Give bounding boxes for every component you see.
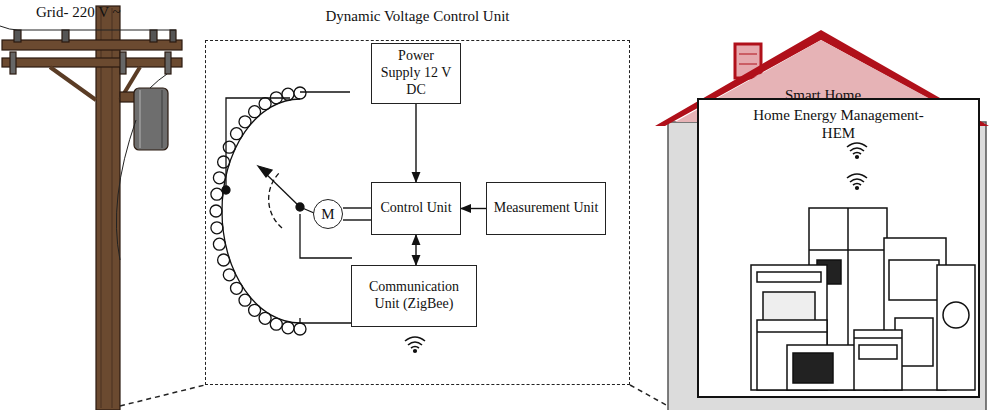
process-box: Communication Unit (ZigBee) — [351, 265, 477, 327]
tap-scallop — [218, 156, 230, 168]
tap-scallop — [294, 87, 306, 99]
connector — [415, 104, 416, 182]
grid-label: Grid- 220 V ~ — [36, 4, 121, 21]
node-label: Power Supply 12 V DC — [377, 48, 455, 98]
tap-scallop — [213, 238, 225, 250]
node-label: Control Unit — [380, 200, 451, 217]
dashed-unit-frame: Dynamic Voltage Control UnitPower Supply… — [205, 40, 630, 385]
tap-scallop — [282, 322, 294, 334]
connector — [415, 235, 416, 265]
process-box: Control Unit — [371, 182, 461, 235]
house-shape: Smart HomeHome Energy Management- HEM — [653, 26, 993, 410]
tap-scallop — [210, 205, 222, 217]
node-label: Home Energy Management- HEM — [750, 106, 928, 142]
process-box: Measurement Unit — [486, 182, 606, 235]
process-box: Power Supply 12 V DC — [371, 43, 461, 104]
tap-scallop — [294, 323, 306, 335]
hem-box: Home Energy Management- HEM — [697, 98, 980, 398]
connector — [343, 207, 371, 208]
motor-circle: M — [313, 199, 343, 229]
projection-lines — [120, 385, 668, 406]
connector-second-wire — [343, 219, 371, 220]
tap-scallop — [211, 188, 223, 200]
connector — [461, 208, 486, 209]
node-label: Measurement Unit — [494, 200, 599, 217]
tap-scallop — [213, 172, 225, 184]
node-label: M — [321, 205, 334, 223]
unit-title: Dynamic Voltage Control Unit — [206, 7, 629, 25]
appliances-illustration — [699, 100, 978, 396]
tap-changer — [210, 87, 352, 335]
utility-pole — [0, 6, 182, 410]
node-label: Communication Unit (ZigBee) — [357, 279, 471, 313]
tap-scallop — [211, 222, 223, 234]
wifi-icon — [405, 337, 425, 352]
tap-scallop — [218, 254, 230, 266]
